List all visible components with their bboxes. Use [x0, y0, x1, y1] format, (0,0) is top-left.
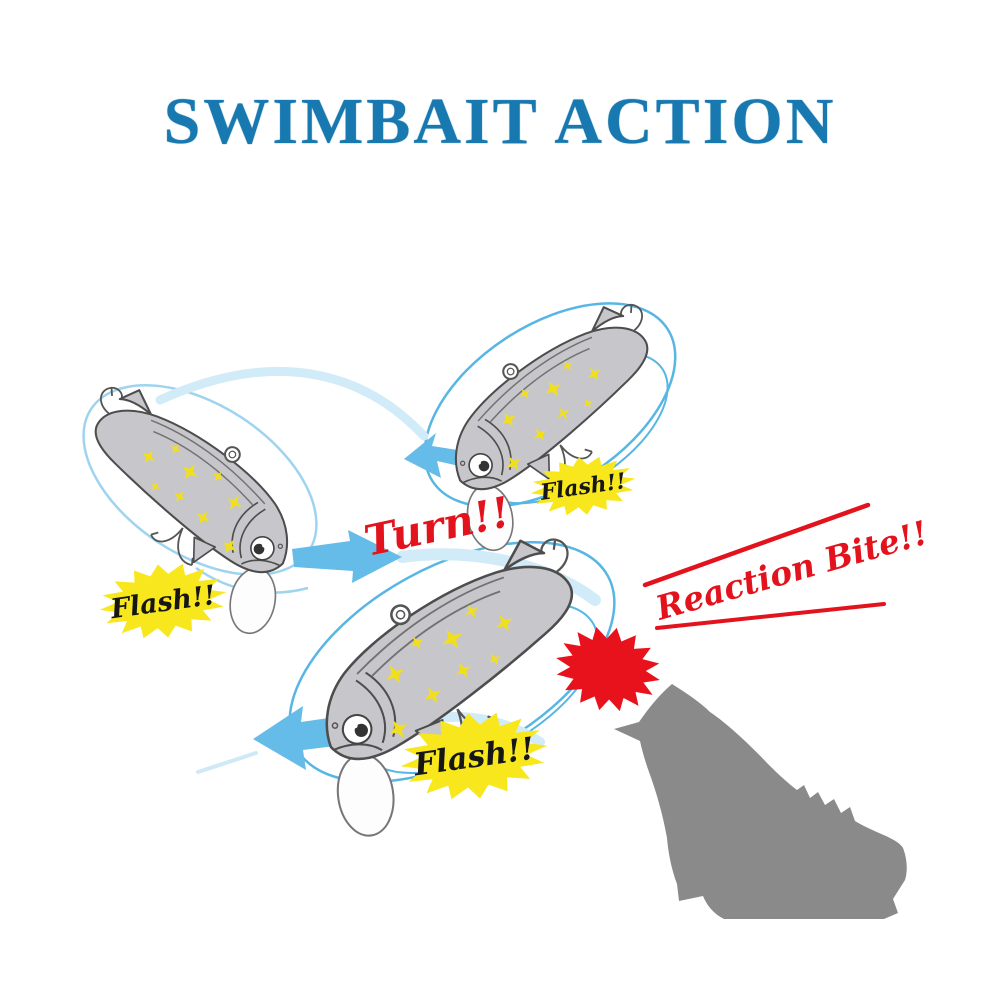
arrow-right-turn [292, 530, 402, 583]
flash-burst-top-right: Flash!! [526, 449, 640, 523]
flow-band-top [155, 366, 429, 441]
flow-line-bottom-left [196, 751, 258, 774]
flow-band-middle [396, 548, 601, 606]
reaction-bite-label: Reaction Bite!! [650, 513, 932, 628]
page-title: SWIMBAIT ACTION [163, 85, 837, 158]
reaction-line-bottom [655, 602, 886, 630]
flash-burst-left: Flash!! [94, 555, 232, 647]
reaction-bite-callout: Reaction Bite!! [642, 502, 932, 630]
flash-burst-bottom: Flash!! [394, 703, 554, 809]
arrow-left-at-top-right-lure [404, 433, 468, 478]
reaction-line-top [642, 502, 871, 588]
bass-fish-silhouette [614, 684, 907, 919]
